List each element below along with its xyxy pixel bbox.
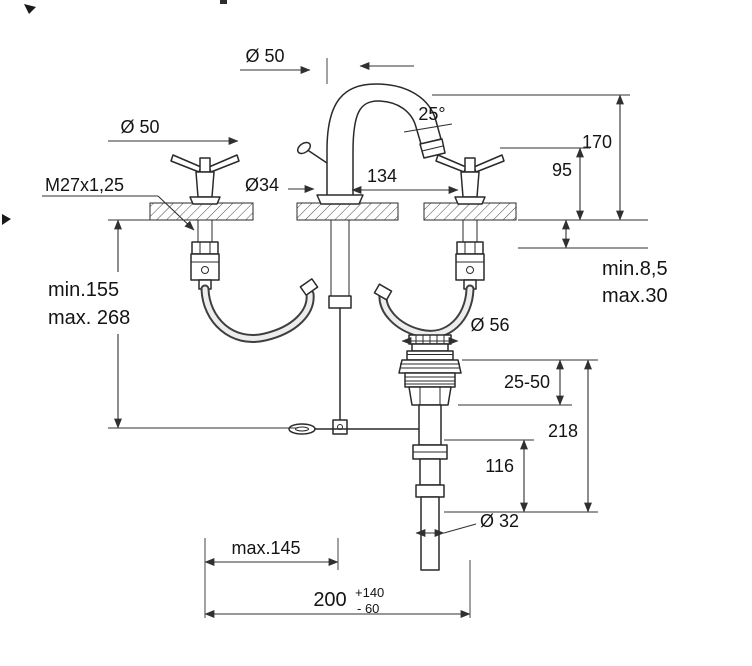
handle-height-label: 95 bbox=[552, 160, 572, 180]
dim-waste-flange-diameter: Ø 56 bbox=[401, 315, 510, 345]
thread-spec-label: M27x1,25 bbox=[45, 175, 124, 195]
install-depth-max-label: max. 268 bbox=[48, 307, 130, 329]
dim-install-depth: min.155 max. 268 bbox=[48, 219, 298, 429]
scan-artifact bbox=[2, 214, 11, 225]
dim-waste-deck-range: 25-50 bbox=[458, 359, 598, 406]
left-handle-valve bbox=[170, 154, 240, 290]
dim-handle-diameter: Ø 50 bbox=[108, 117, 239, 145]
waste-deck-range-label: 25-50 bbox=[504, 372, 550, 392]
dim-tailpipe-diameter: Ø 32 bbox=[415, 511, 519, 537]
countertop-section bbox=[149, 202, 517, 221]
scan-artifact bbox=[220, 0, 227, 4]
waste-drain-assembly bbox=[398, 334, 462, 571]
dim-spout-diameter: Ø 50 bbox=[240, 46, 414, 84]
dim-thread-spec: M27x1,25 bbox=[42, 175, 195, 231]
base-diameter-label: Ø34 bbox=[245, 175, 279, 195]
dim-handle-height: 95 bbox=[500, 147, 590, 221]
dim-waste-height: 218 bbox=[444, 359, 598, 513]
spout-diameter-label: Ø 50 bbox=[245, 46, 284, 66]
spout-assembly bbox=[296, 83, 446, 205]
scan-artifacts bbox=[2, 0, 227, 225]
hole-spacing-label: 200 bbox=[313, 589, 346, 611]
hole-spacing-tol-plus-label: +140 bbox=[355, 585, 384, 600]
waste-height-label: 218 bbox=[548, 421, 578, 441]
hole-spacing-tol-minus-label: - 60 bbox=[357, 601, 379, 616]
dim-hole-spacing: 200 +140 - 60 bbox=[204, 560, 471, 618]
dim-overall-height: 170 bbox=[432, 94, 630, 221]
install-depth-min-label: min.155 bbox=[48, 279, 119, 301]
right-supply-hose bbox=[373, 283, 475, 339]
dim-base-diameter: Ø34 bbox=[245, 175, 315, 195]
dim-spout-angle: 25° bbox=[403, 104, 453, 133]
spout-to-handle-label: 134 bbox=[367, 166, 397, 186]
scan-artifact bbox=[24, 4, 36, 14]
deck-thickness-min-label: min.8,5 bbox=[602, 258, 668, 280]
dim-hose-reach: max.145 bbox=[204, 538, 339, 618]
overall-height-label: 170 bbox=[582, 132, 612, 152]
tailpipe-length-label: 116 bbox=[485, 456, 514, 476]
deck-thickness-max-label: max.30 bbox=[602, 285, 668, 307]
left-supply-hose bbox=[200, 278, 319, 343]
dim-tailpipe-length: 116 bbox=[444, 439, 534, 513]
dim-spout-to-handle: 134 bbox=[351, 166, 459, 194]
hose-reach-label: max.145 bbox=[231, 538, 300, 558]
right-handle-valve bbox=[435, 154, 505, 290]
pop-up-rod bbox=[288, 219, 420, 435]
tailpipe-diameter-label: Ø 32 bbox=[480, 511, 519, 531]
dim-deck-thickness: min.8,5 max.30 bbox=[518, 219, 668, 307]
spout-angle-label: 25° bbox=[418, 104, 445, 124]
waste-flange-diameter-label: Ø 56 bbox=[470, 315, 509, 335]
handle-diameter-label: Ø 50 bbox=[120, 117, 159, 137]
